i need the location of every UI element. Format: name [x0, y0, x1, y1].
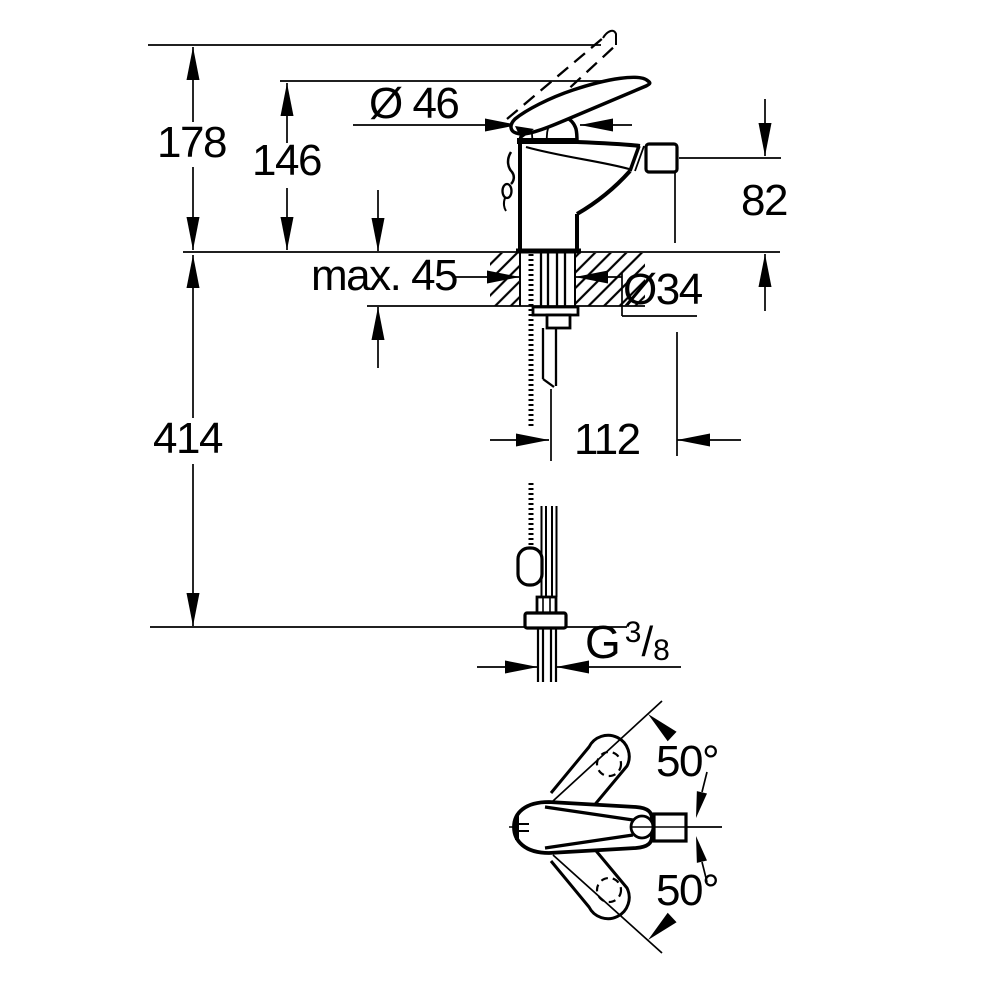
hole-edges: [519, 253, 576, 306]
plan-popup-stem: [517, 823, 529, 832]
hose-lower: [540, 506, 558, 597]
handle-raised-dashed: [506, 29, 617, 133]
thread-denominator: 8: [653, 634, 670, 667]
spout-inner-curve: [525, 145, 630, 171]
union-nut: [523, 611, 568, 630]
angle-line-lower: [552, 854, 663, 954]
spout-bottom: [575, 169, 632, 216]
dim-label-angle-upper: 50°: [656, 737, 720, 786]
spout-top: [576, 140, 641, 148]
spout-face-inner: [634, 145, 645, 172]
mounting-deck: [490, 253, 645, 306]
hose-fitting-ribs: [542, 598, 551, 612]
thread-numerator: 3: [624, 616, 642, 649]
lever-nose-shadow: [515, 126, 534, 139]
handle-arm-upper: [549, 733, 631, 809]
hose-weight: [516, 546, 544, 587]
thread-slash: /: [641, 618, 654, 665]
popup-rod-tail: [502, 197, 507, 212]
handle-raised-tip: [602, 29, 617, 45]
faucet-side-view: [501, 29, 679, 254]
aerator-block: [644, 142, 679, 174]
angle-arrow-tail-upper: [701, 771, 708, 793]
popup-rod: [506, 151, 516, 185]
deck-hatch-left: [490, 253, 520, 306]
dim-label-dia34: Ø34: [623, 265, 703, 314]
dim-label-dia46: Ø 46: [369, 79, 460, 128]
faucet-plan-view: [509, 700, 722, 954]
angle-arrow-tail-lower: [701, 861, 708, 883]
dim-label-146: 146: [252, 136, 322, 185]
shank-tube: [539, 253, 567, 307]
dim-label-112: 112: [574, 415, 641, 464]
dim-label-82: 82: [741, 176, 788, 225]
connection-tube: [536, 628, 558, 682]
handle-knob-lower-dashed: [595, 876, 623, 904]
deck-hatch-right: [575, 253, 645, 306]
dim-label-178: 178: [157, 118, 227, 167]
dim-label-414: 414: [153, 414, 223, 463]
handle-knob-upper-dashed: [595, 750, 623, 778]
handle-arm-lower: [549, 845, 631, 921]
popup-knob: [501, 182, 513, 200]
supply-connections: [516, 253, 580, 682]
dim-label-angle-lower: 50°: [656, 866, 720, 915]
plan-lever-edges: [544, 805, 634, 850]
thread-prefix: G: [585, 616, 621, 668]
hose-upper: [541, 328, 558, 388]
lever-handle: [509, 75, 652, 136]
fixing-nut: [545, 313, 572, 330]
spout-face: [628, 145, 641, 172]
dimension-lines: [148, 44, 781, 668]
hose-fitting: [535, 595, 558, 615]
dim-label-max45: max. 45: [311, 251, 459, 300]
